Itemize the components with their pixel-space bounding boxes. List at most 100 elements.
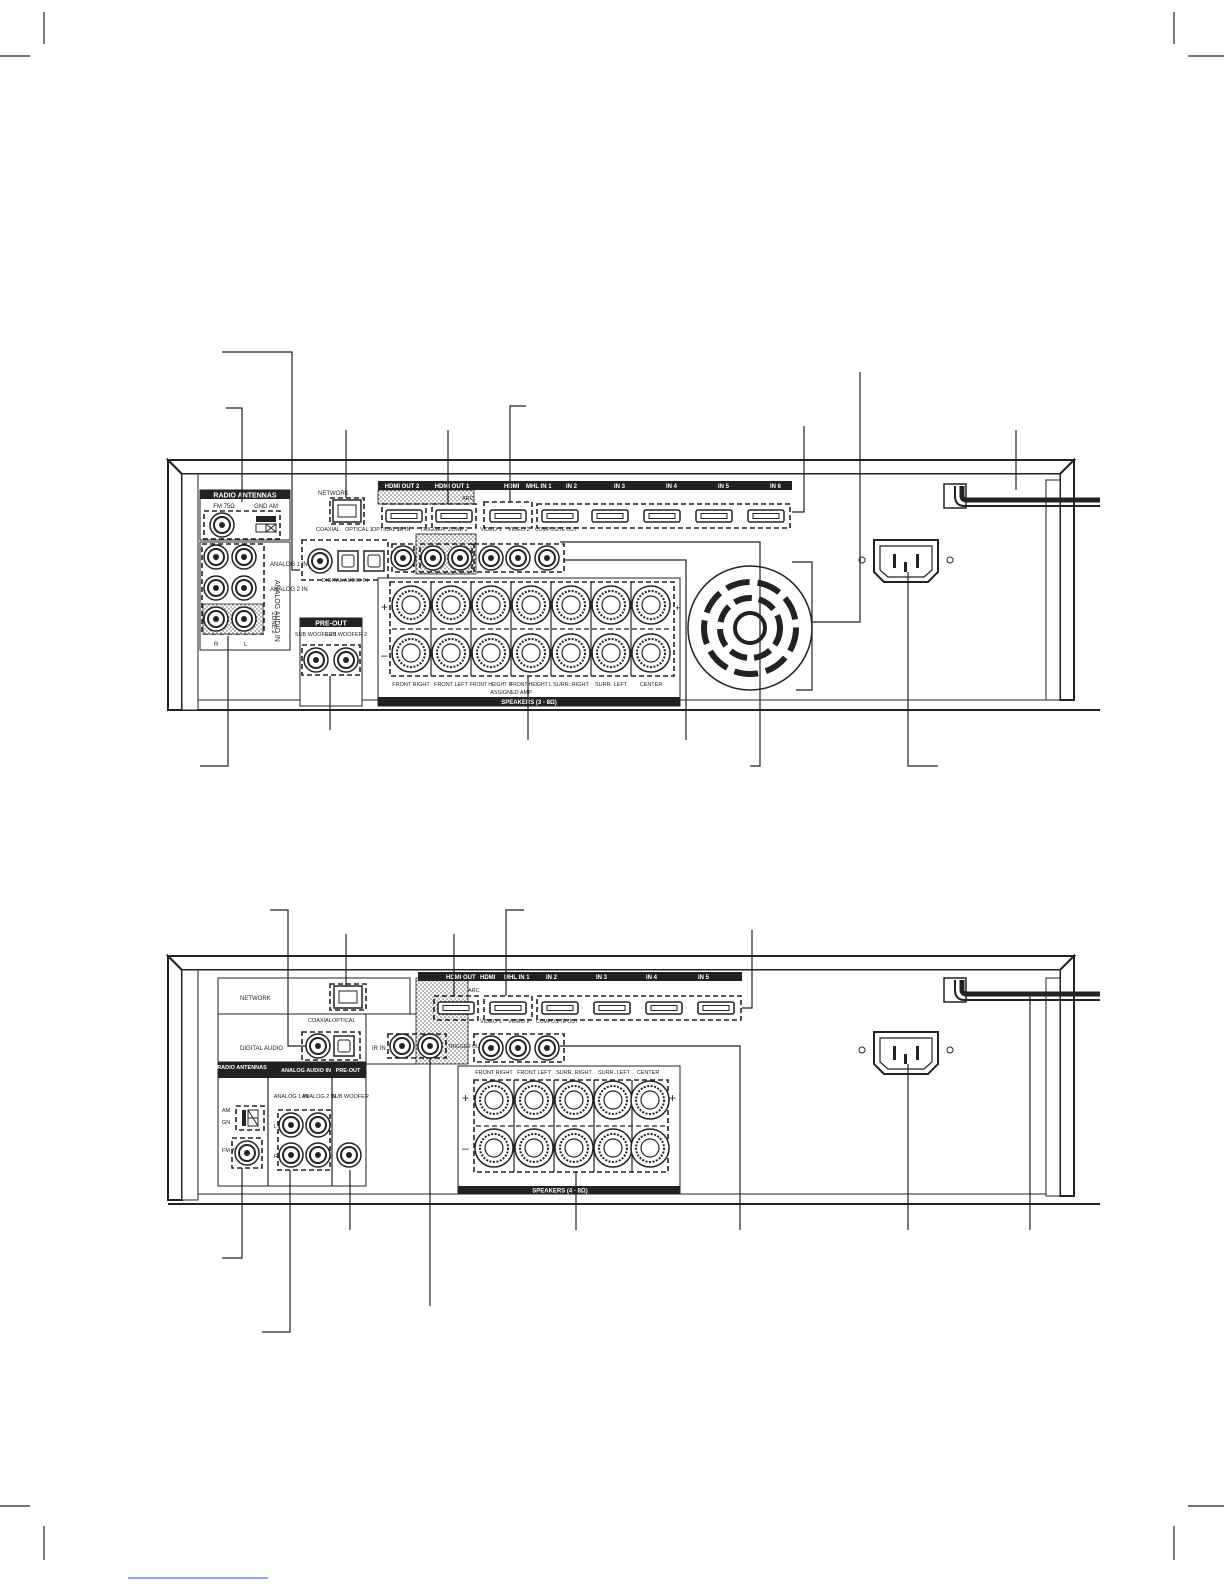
surr-left-plus-post-b[interactable] — [593, 1080, 633, 1120]
composite-out-jack-b[interactable] — [534, 1035, 560, 1061]
am-label-b: AM — [222, 1108, 231, 1114]
hdmi-out2-label: HDMI OUT 2 — [385, 484, 420, 490]
hdmi-word: HDMI — [504, 484, 520, 490]
fm-antenna-jack-b[interactable] — [234, 1140, 260, 1166]
am-antenna-terminal-b[interactable] — [235, 1105, 265, 1131]
ir-in-jack-b[interactable] — [389, 1033, 415, 1059]
front-left-plus-post-b[interactable] — [514, 1080, 554, 1120]
hdmi-in3-port[interactable] — [591, 509, 629, 523]
video1-jack-b[interactable] — [478, 1035, 504, 1061]
callout-lines-top — [200, 351, 1017, 767]
composite-out-label-b: COMPOSITE OUT — [536, 1019, 578, 1025]
surr-right-plus-post[interactable] — [551, 585, 591, 625]
hdmi-out1-port[interactable] — [435, 509, 473, 523]
front-right-plus-post[interactable] — [391, 585, 431, 625]
surr-left-plus-post[interactable] — [591, 585, 631, 625]
zone2-right-jack[interactable] — [203, 606, 229, 632]
front-height-r-plus-post[interactable] — [471, 585, 511, 625]
hdmi-in2-label: IN 2 — [566, 484, 578, 490]
analog2-left-jack-b[interactable] — [305, 1112, 331, 1138]
analog2-left-jack[interactable] — [231, 575, 257, 601]
receiver-top-rear-panel: RADIO ANTENNAS FM 75Ω GND AM ANALOG AUDI… — [165, 457, 1100, 711]
assigned-amp-label: ASSIGNED AMP — [490, 690, 532, 696]
sub1-label: SUB WOOFER 1 — [295, 632, 337, 638]
analog1-right-jack[interactable] — [203, 544, 229, 570]
front-right-plus-post-b[interactable] — [474, 1080, 514, 1120]
network-port-b[interactable] — [333, 985, 363, 1009]
pre-out-label-b: PRE-OUT — [336, 1068, 361, 1074]
analog2-right-jack[interactable] — [203, 575, 229, 601]
hdmi-in3-label-b: IN 3 — [596, 975, 608, 981]
ir-in-label-b: IR IN — [372, 1046, 386, 1052]
hdmi-in2-port[interactable] — [541, 509, 579, 523]
front-height-r-minus-post[interactable] — [471, 633, 511, 673]
analog2-right-jack-b[interactable] — [305, 1142, 331, 1168]
coaxial-jack-b[interactable] — [305, 1033, 331, 1059]
hdmi-in5-port[interactable] — [695, 509, 733, 523]
center-plus-post-b[interactable] — [630, 1080, 670, 1120]
hdmi-in5-port-b[interactable] — [697, 1001, 735, 1015]
analog1-left-jack-b[interactable] — [278, 1112, 304, 1138]
ac-power-inlet[interactable] — [858, 539, 954, 583]
speaker-terminals-bottom: FRONT RIGHT FRONT LEFT SURR. RIGHT SURR.… — [457, 1065, 681, 1195]
hdmi-mhl-in1-port-b[interactable] — [489, 1001, 527, 1015]
hdmi-in6-label: IN 6 — [770, 484, 782, 490]
front-height-l-plus-post[interactable] — [511, 585, 551, 625]
surr-right-minus-post[interactable] — [551, 633, 591, 673]
hdmi-mhl-in1-label-b: MHL IN 1 — [504, 975, 530, 981]
zone2-trigger-jack[interactable] — [447, 545, 473, 571]
sub-jack-b[interactable] — [336, 1142, 362, 1168]
composite-out-jack[interactable] — [534, 545, 560, 571]
hdmi-out2-port[interactable] — [385, 509, 423, 523]
trigger-out-jack-b[interactable] — [417, 1033, 443, 1059]
hdmi-mhl-in1-port[interactable] — [489, 509, 527, 523]
front-left-plus-post[interactable] — [431, 585, 471, 625]
video2-jack-b[interactable] — [505, 1035, 531, 1061]
ac-power-inlet-b[interactable] — [858, 1031, 954, 1075]
video2-jack[interactable] — [505, 545, 531, 571]
hdmi-in3-port-b[interactable] — [593, 1001, 631, 1015]
cooling-fan-icon — [687, 565, 813, 691]
hdmi-in4-label: IN 4 — [666, 484, 678, 490]
hdmi-in4-port[interactable] — [643, 509, 681, 523]
am-antenna-terminal[interactable] — [255, 516, 277, 533]
hdmi-in2-port-b[interactable] — [541, 1001, 579, 1015]
analog1-right-jack-b[interactable] — [278, 1142, 304, 1168]
analog1-left-jack[interactable] — [231, 544, 257, 570]
front-left-minus-post-b[interactable] — [514, 1128, 554, 1168]
front-left-minus-post[interactable] — [431, 633, 471, 673]
video2-label: VIDEO 2 — [508, 527, 530, 533]
plus-sign-b-right: + — [669, 1091, 676, 1105]
optical-port-b[interactable] — [333, 1035, 355, 1057]
center-minus-post[interactable] — [631, 633, 671, 673]
speaker-label-b5: CENTER — [637, 1070, 660, 1076]
fm-antenna-jack[interactable] — [209, 512, 235, 538]
hdmi-in6-port[interactable] — [747, 509, 785, 523]
front-right-minus-post[interactable] — [391, 633, 431, 673]
sub2-jack[interactable] — [333, 647, 359, 673]
surr-left-minus-post[interactable] — [591, 633, 631, 673]
coaxial-jack[interactable] — [307, 548, 333, 574]
optical1-port[interactable] — [337, 550, 359, 572]
minus-sign-b: – — [462, 1141, 469, 1155]
hdmi-in4-port-b[interactable] — [645, 1001, 683, 1015]
network-port[interactable] — [332, 499, 362, 523]
surr-left-minus-post-b[interactable] — [593, 1128, 633, 1168]
coaxial-label: COAXIAL — [316, 527, 340, 533]
optical2-port[interactable] — [363, 550, 385, 572]
hdmi-out-port-b[interactable] — [437, 1001, 475, 1015]
sub1-jack[interactable] — [303, 647, 329, 673]
surr-right-minus-post-b[interactable] — [554, 1128, 594, 1168]
ir-in-jack[interactable] — [390, 545, 416, 571]
center-plus-post[interactable] — [631, 585, 671, 625]
video1-jack[interactable] — [478, 545, 504, 571]
center-minus-post-b[interactable] — [630, 1128, 670, 1168]
speaker-label-b1: FRONT RIGHT — [475, 1070, 513, 1076]
analog-audio-in-vertical-label: ANALOG AUDIO IN — [273, 580, 280, 642]
surr-right-plus-post-b[interactable] — [554, 1080, 594, 1120]
zone2-left-jack[interactable] — [231, 606, 257, 632]
front-height-l-minus-post[interactable] — [511, 633, 551, 673]
trigger-jack[interactable] — [420, 545, 446, 571]
front-right-minus-post-b[interactable] — [474, 1128, 514, 1168]
l-label-b: L — [274, 1124, 277, 1130]
